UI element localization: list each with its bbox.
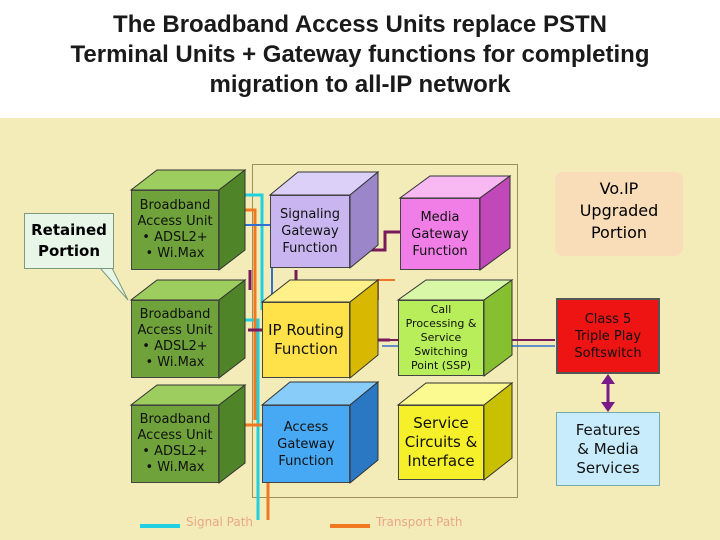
service-circuits-interface: Service Circuits & Interface (398, 405, 484, 480)
voip-upgraded-portion-label: Vo.IP Upgraded Portion (555, 172, 683, 256)
signaling-line-1: Signaling (279, 207, 341, 222)
access-unit-1-line-3: • ADSL2+ (142, 230, 208, 245)
features-media-services: Features & Media Services (556, 412, 660, 486)
callout-line-1: Retained (31, 221, 107, 239)
access-unit-3-line-4: • Wi.Max (145, 460, 205, 475)
features-line-2: & Media (577, 439, 639, 458)
media-gw-line-2: Gateway (411, 226, 469, 242)
access-unit-1-line-4: • Wi.Max (145, 246, 205, 261)
title-line-2: Terminal Units + Gateway functions for c… (70, 41, 650, 68)
slide-title: The Broadband Access Units replace PSTN … (0, 0, 720, 118)
broadband-access-unit-3: Broadband Access Unit • ADSL2+ • Wi.Max (131, 405, 219, 483)
access-unit-cube-3 (129, 383, 247, 485)
class5-line-1: Class 5 (584, 311, 632, 327)
call-proc-line-4: Switching (414, 345, 468, 358)
access-unit-3-line-2: Access Unit (137, 428, 213, 443)
retained-portion-callout: Retained Portion (24, 213, 114, 269)
call-proc-line-1: Call (430, 303, 452, 316)
service-line-2: Circuits & (404, 433, 478, 451)
call-proc-line-5: Point (SSP) (411, 359, 471, 372)
legend-transport-path: Transport Path (376, 515, 463, 529)
access-unit-2-line-4: • Wi.Max (145, 355, 205, 370)
media-gw-line-3: Function (412, 243, 468, 259)
service-line-1: Service (413, 414, 469, 432)
access-unit-2-line-1: Broadband (139, 307, 211, 322)
ip-routing-line-1: IP Routing (268, 321, 344, 339)
media-gw-line-1: Media (420, 209, 460, 225)
access-unit-cube-1 (129, 168, 247, 272)
service-line-3: Interface (407, 452, 475, 470)
features-line-1: Features (575, 420, 641, 439)
access-unit-3-line-3: • ADSL2+ (142, 444, 208, 459)
title-line-3: migration to all-IP network (209, 71, 511, 98)
access-unit-2-line-3: • ADSL2+ (142, 339, 208, 354)
legend-signal-path: Signal Path (186, 515, 254, 529)
features-line-3: Services (576, 458, 640, 477)
media-gateway-function: Media Gateway Function (400, 198, 480, 270)
signaling-gateway-function: Signaling Gateway Function (270, 195, 350, 268)
access-gw-line-3: Function (278, 453, 334, 469)
access-gateway-function: Access Gateway Function (262, 405, 350, 483)
voip-line-2: Upgraded (579, 201, 659, 220)
call-processing-ssp: Call Processing & Service Switching Poin… (398, 300, 484, 376)
class5-softswitch: Class 5 Triple Play Softswitch (556, 298, 660, 374)
signaling-line-2: Gateway (281, 224, 339, 239)
ip-routing-line-2: Function (274, 340, 338, 358)
voip-line-1: Vo.IP (599, 179, 639, 198)
access-unit-3-line-1: Broadband (139, 412, 211, 427)
ip-routing-function: IP Routing Function (262, 302, 350, 378)
access-unit-cube-2 (129, 278, 247, 380)
call-proc-line-3: Service (420, 331, 462, 344)
callout-line-2: Portion (38, 242, 100, 260)
access-unit-2-line-2: Access Unit (137, 323, 213, 338)
voip-line-3: Portion (590, 223, 648, 242)
broadband-access-unit-1: Broadband Access Unit • ADSL2+ • Wi.Max (131, 190, 219, 270)
class5-line-2: Triple Play (574, 328, 642, 344)
title-line-1: The Broadband Access Units replace PSTN (113, 11, 607, 38)
class5-line-3: Softswitch (574, 345, 642, 361)
broadband-access-unit-2: Broadband Access Unit • ADSL2+ • Wi.Max (131, 300, 219, 378)
access-unit-1-line-2: Access Unit (137, 214, 213, 229)
access-gw-line-1: Access (283, 419, 329, 435)
access-unit-1-line-1: Broadband (139, 198, 211, 213)
signaling-line-3: Function (282, 241, 338, 256)
call-proc-line-2: Processing & (405, 317, 477, 330)
access-gw-line-2: Gateway (277, 436, 335, 452)
